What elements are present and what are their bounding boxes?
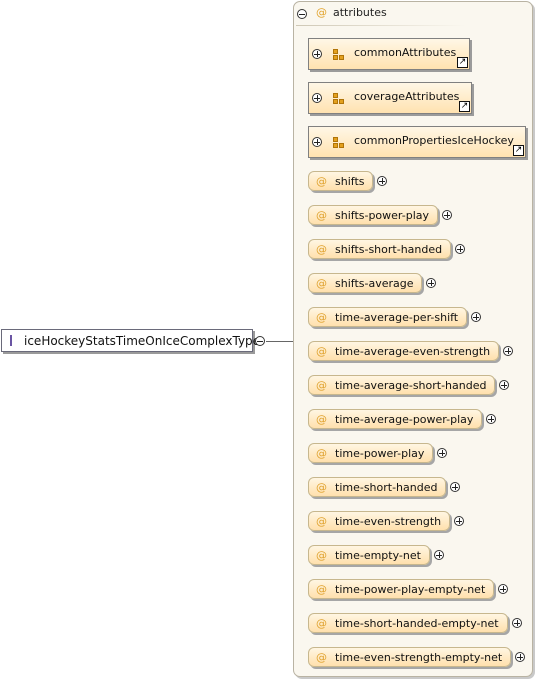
complex-type-node[interactable]: iceHockeyStatsTimeOnIceComplexType	[1, 329, 260, 352]
attribute-at-icon: @	[316, 582, 327, 596]
reference-arrow-icon: ↗	[457, 57, 468, 68]
attribute-at-icon: @	[316, 480, 327, 494]
attribute-item[interactable]: @ time-average-power-play	[308, 409, 483, 429]
expand-toggle[interactable]	[442, 210, 452, 220]
attribute-group-label: commonAttributes	[354, 46, 457, 59]
expand-toggle[interactable]	[515, 652, 525, 662]
complex-type-icon	[10, 335, 12, 346]
attribute-group-label: commonPropertiesIceHockey	[354, 134, 514, 147]
attribute-label: time-power-play-empty-net	[335, 582, 486, 596]
attribute-item[interactable]: @ time-average-even-strength	[308, 341, 500, 361]
divider	[296, 25, 466, 26]
expand-toggle[interactable]	[471, 312, 481, 322]
attribute-group-icon	[333, 93, 345, 105]
attribute-at-icon: @	[316, 650, 327, 664]
expand-toggle[interactable]	[503, 346, 513, 356]
attribute-at-icon: @	[316, 378, 327, 392]
attribute-group-ref[interactable]: coverageAttributes↗	[308, 82, 472, 114]
attribute-label: time-average-short-handed	[335, 378, 487, 392]
expand-toggle[interactable]	[498, 584, 508, 594]
attribute-at-icon: @	[316, 344, 327, 358]
attribute-group-icon	[333, 49, 345, 61]
attributes-title: attributes	[333, 6, 387, 19]
attribute-at-icon: @	[316, 514, 327, 528]
expand-toggle[interactable]	[312, 49, 322, 59]
expand-toggle[interactable]	[454, 516, 464, 526]
attribute-label: shifts-average	[335, 276, 414, 290]
expand-toggle[interactable]	[450, 482, 460, 492]
attribute-group-ref[interactable]: commonPropertiesIceHockey↗	[308, 126, 526, 158]
connector-line	[266, 341, 294, 342]
attributes-collapse-toggle[interactable]	[297, 9, 307, 19]
expand-toggle[interactable]	[312, 93, 322, 103]
expand-toggle[interactable]	[426, 278, 436, 288]
attribute-item[interactable]: @ shifts-power-play	[308, 205, 439, 225]
attribute-label: time-short-handed	[335, 480, 438, 494]
attribute-group-label: coverageAttributes	[354, 90, 460, 103]
complex-type-label: iceHockeyStatsTimeOnIceComplexType	[24, 333, 261, 348]
expand-toggle[interactable]	[486, 414, 496, 424]
attribute-at-icon: @	[316, 6, 327, 19]
attribute-item[interactable]: @ time-even-strength-empty-net	[308, 647, 512, 667]
collapse-toggle[interactable]	[255, 336, 265, 346]
attribute-group-ref[interactable]: commonAttributes↗	[308, 38, 470, 70]
attribute-item[interactable]: @ time-short-handed-empty-net	[308, 613, 508, 633]
attribute-at-icon: @	[316, 242, 327, 256]
attribute-label: time-even-strength	[335, 514, 442, 528]
expand-toggle[interactable]	[312, 137, 322, 147]
attribute-at-icon: @	[316, 310, 327, 324]
attribute-item[interactable]: @ time-power-play-empty-net	[308, 579, 495, 599]
attribute-label: time-even-strength-empty-net	[335, 650, 503, 664]
attribute-item[interactable]: @ time-empty-net	[308, 545, 430, 565]
attribute-item[interactable]: @ time-average-per-shift	[308, 307, 468, 327]
attribute-label: time-power-play	[335, 446, 425, 460]
expand-toggle[interactable]	[434, 550, 444, 560]
attribute-group-icon	[333, 137, 345, 149]
attribute-item[interactable]: @ time-even-strength	[308, 511, 451, 531]
reference-arrow-icon: ↗	[459, 101, 470, 112]
attribute-at-icon: @	[316, 174, 327, 188]
expand-toggle[interactable]	[512, 618, 522, 628]
attribute-item[interactable]: @ shifts-short-handed	[308, 239, 452, 259]
expand-toggle[interactable]	[455, 244, 465, 254]
attribute-item[interactable]: @ time-average-short-handed	[308, 375, 496, 395]
attribute-at-icon: @	[316, 208, 327, 222]
attribute-label: time-empty-net	[335, 548, 421, 562]
attribute-at-icon: @	[316, 616, 327, 630]
attribute-label: shifts-short-handed	[335, 242, 443, 256]
attribute-at-icon: @	[316, 548, 327, 562]
attribute-label: time-short-handed-empty-net	[335, 616, 499, 630]
attribute-item[interactable]: @ shifts	[308, 171, 374, 191]
attribute-at-icon: @	[316, 412, 327, 426]
expand-toggle[interactable]	[499, 380, 509, 390]
attribute-label: shifts	[335, 174, 365, 188]
attribute-item[interactable]: @ time-power-play	[308, 443, 434, 463]
attribute-label: time-average-power-play	[335, 412, 474, 426]
expand-toggle[interactable]	[437, 448, 447, 458]
expand-toggle[interactable]	[377, 176, 387, 186]
attribute-label: shifts-power-play	[335, 208, 430, 222]
attribute-item[interactable]: @ shifts-average	[308, 273, 423, 293]
attribute-label: time-average-even-strength	[335, 344, 491, 358]
reference-arrow-icon: ↗	[513, 145, 524, 156]
attribute-item[interactable]: @ time-short-handed	[308, 477, 447, 497]
attribute-label: time-average-per-shift	[335, 310, 459, 324]
attribute-at-icon: @	[316, 276, 327, 290]
attribute-at-icon: @	[316, 446, 327, 460]
